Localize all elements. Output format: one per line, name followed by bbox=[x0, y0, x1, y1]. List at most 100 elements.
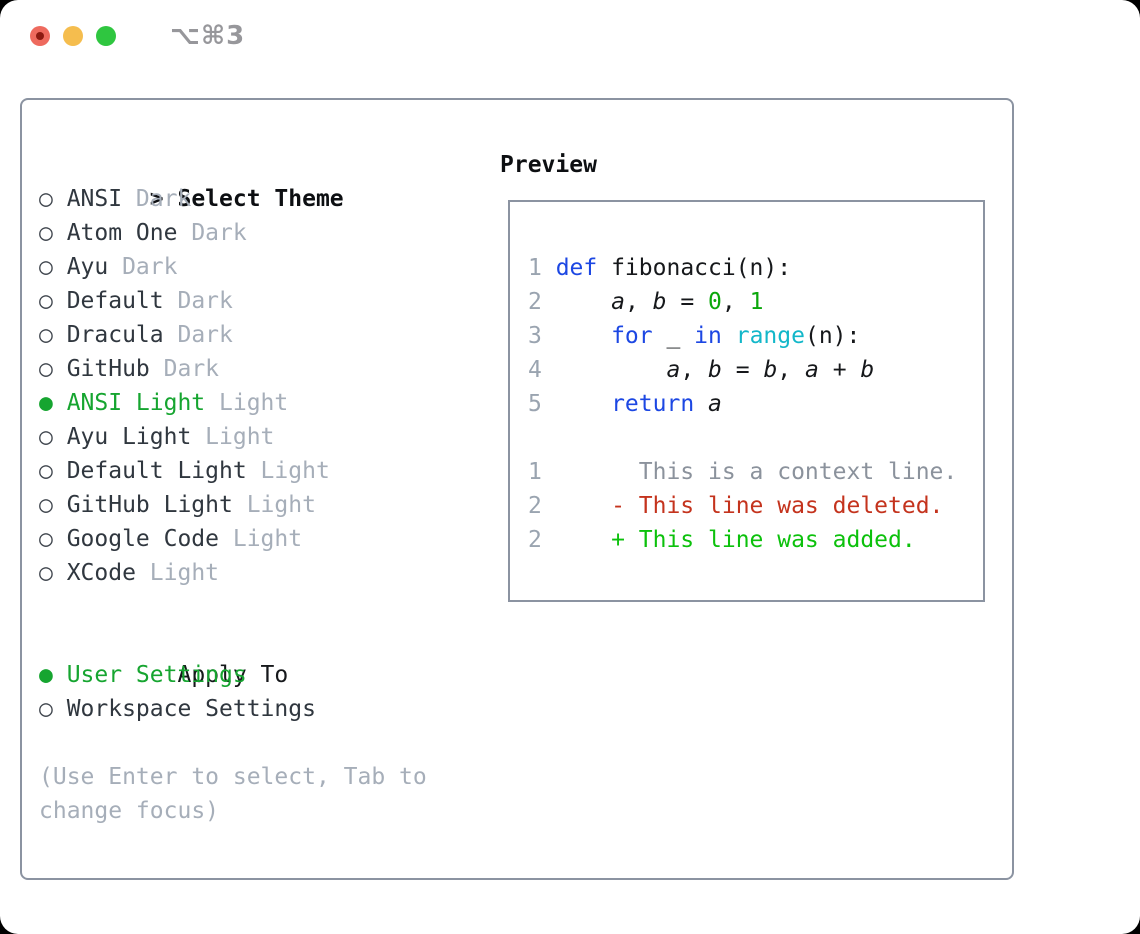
line-number: 2 bbox=[528, 493, 542, 519]
theme-option-google-code[interactable]: ○Google Code Light bbox=[39, 522, 479, 556]
apply-option-label: Workspace Settings bbox=[66, 696, 316, 722]
theme-option-default[interactable]: ○Default Dark bbox=[39, 284, 479, 318]
theme-option-github-light[interactable]: ○GitHub Light Light bbox=[39, 488, 479, 522]
radio-unselected-icon: ○ bbox=[39, 254, 53, 280]
radio-unselected-icon: ○ bbox=[39, 458, 53, 484]
line-number: 5 bbox=[528, 391, 542, 417]
line-number: 4 bbox=[528, 357, 542, 383]
theme-list-column: >Select Theme ○ANSI Dark○Atom One Dark○A… bbox=[39, 148, 479, 828]
spacer bbox=[39, 590, 479, 624]
code-token: + bbox=[818, 357, 861, 383]
code-token: = bbox=[666, 289, 709, 315]
code-token bbox=[556, 289, 611, 315]
theme-variant: Light bbox=[135, 560, 220, 586]
theme-name: GitHub bbox=[66, 356, 150, 382]
theme-option-ansi-light[interactable]: ●ANSI Light Light bbox=[39, 386, 479, 420]
zoom-button[interactable] bbox=[96, 26, 116, 46]
window-shortcut-label: ⌥⌘3 bbox=[170, 21, 246, 51]
theme-name: Atom One bbox=[66, 220, 178, 246]
code-token: 0 bbox=[708, 289, 722, 315]
theme-variant: Dark bbox=[149, 356, 220, 382]
theme-variant: Light bbox=[232, 492, 316, 518]
help-text: (Use Enter to select, Tab to change focu… bbox=[39, 764, 427, 824]
line-number: 2 bbox=[528, 527, 542, 553]
code-token: fibonacci(n): bbox=[597, 255, 792, 281]
code-token: a bbox=[708, 391, 722, 417]
spacer bbox=[528, 421, 983, 455]
theme-option-atom-one[interactable]: ○Atom One Dark bbox=[39, 216, 479, 250]
radio-unselected-icon: ○ bbox=[39, 322, 53, 348]
apply-option-user-settings[interactable]: ●User Settings bbox=[39, 658, 479, 692]
theme-name: Dracula bbox=[66, 322, 164, 348]
theme-variant: Dark bbox=[163, 322, 233, 348]
code-line: 3 for _ in range(n): bbox=[528, 319, 983, 353]
theme-variant: Dark bbox=[122, 186, 192, 212]
radio-selected-icon: ● bbox=[39, 662, 53, 688]
code-token: b bbox=[763, 357, 778, 383]
code-token bbox=[694, 391, 708, 417]
apply-to-title: Apply To bbox=[177, 662, 289, 688]
code-line: 4 a, b = b, a + b bbox=[528, 353, 983, 387]
code-token: , bbox=[777, 357, 805, 383]
theme-list-header: > Select Theme bbox=[39, 148, 479, 212]
code-token: a bbox=[666, 357, 681, 383]
line-number: 2 bbox=[528, 289, 542, 315]
theme-list-title: Select Theme bbox=[177, 186, 344, 212]
cursor-icon: > bbox=[149, 186, 164, 212]
diff-text: This is a context line. bbox=[555, 459, 958, 485]
radio-unselected-icon: ○ bbox=[39, 186, 53, 212]
radio-unselected-icon: ○ bbox=[39, 526, 53, 552]
code-token: b bbox=[708, 357, 722, 383]
theme-name: Default bbox=[66, 288, 164, 314]
theme-name: Default Light bbox=[66, 458, 247, 484]
theme-option-default-light[interactable]: ○ Default Light Light bbox=[39, 454, 479, 488]
code-token bbox=[556, 357, 667, 383]
radio-unselected-icon: ○ bbox=[39, 492, 53, 518]
code-token: , bbox=[680, 357, 709, 383]
theme-option-xcode[interactable]: ○XCode Light bbox=[39, 556, 479, 590]
code-token: = bbox=[721, 357, 764, 383]
theme-name: XCode bbox=[66, 560, 136, 586]
preview-title: Preview bbox=[500, 152, 597, 178]
theme-variant: Light bbox=[191, 424, 275, 450]
theme-option-ayu-light[interactable]: ○Ayu Light Light bbox=[39, 420, 479, 454]
theme-option-dracula[interactable]: ○ Dracula Dark bbox=[39, 318, 479, 352]
theme-name: ANSI bbox=[66, 186, 123, 212]
theme-option-github[interactable]: ○ GitHub Dark bbox=[39, 352, 479, 386]
diff-line-deleted: 2 - This line was deleted. bbox=[528, 489, 983, 523]
radio-unselected-icon: ○ bbox=[39, 356, 53, 382]
theme-variant: Dark bbox=[163, 288, 233, 314]
code-token: for bbox=[611, 323, 653, 349]
spacer bbox=[39, 726, 479, 760]
theme-variant: Light bbox=[205, 390, 289, 416]
theme-name: Ayu bbox=[66, 254, 109, 280]
theme-variant: Light bbox=[246, 458, 330, 484]
unsaved-indicator-icon bbox=[36, 32, 44, 40]
code-line: 5 return a bbox=[528, 387, 983, 421]
minimize-button[interactable] bbox=[63, 26, 83, 46]
apply-option-workspace-settings[interactable]: ○Workspace Settings bbox=[39, 692, 479, 726]
line-number: 1 bbox=[528, 459, 542, 485]
code-token: _ bbox=[652, 323, 695, 349]
radio-unselected-icon: ○ bbox=[39, 220, 53, 246]
diff-preview: 1 This is a context line. 2 - This line w… bbox=[528, 455, 983, 557]
code-token bbox=[556, 323, 611, 349]
theme-option-ansi[interactable]: ○ ANSI Dark bbox=[39, 182, 479, 216]
code-token: b bbox=[860, 357, 875, 383]
code-token: def bbox=[555, 255, 598, 281]
close-button[interactable] bbox=[30, 26, 50, 46]
theme-variant: Dark bbox=[108, 254, 178, 280]
theme-name: Google Code bbox=[66, 526, 220, 552]
theme-list: ○ANSI Dark○Atom One Dark○Ayu Dark○Defaul… bbox=[39, 182, 479, 590]
code-token: b bbox=[652, 289, 667, 315]
theme-option-ayu[interactable]: ○ Ayu Dark bbox=[39, 250, 479, 284]
code-token: 1 bbox=[749, 289, 764, 315]
theme-name: Ayu Light bbox=[66, 424, 192, 450]
code-token: , bbox=[721, 289, 750, 315]
code-token: , bbox=[624, 289, 653, 315]
